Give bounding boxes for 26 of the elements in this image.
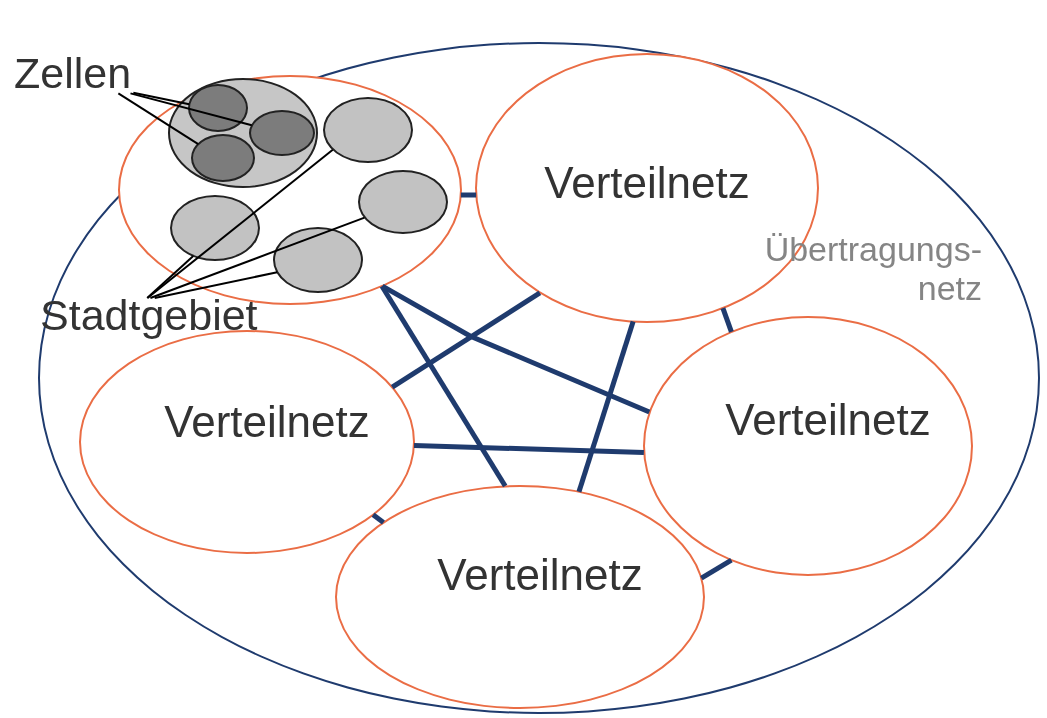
node-label: Verteilnetz <box>437 550 643 600</box>
callout-label: Zellen <box>14 50 132 98</box>
cell-circle <box>188 84 248 132</box>
leader-line <box>153 271 279 299</box>
network-connection-line <box>413 442 644 455</box>
network-connection-line <box>371 512 385 525</box>
node-label: Verteilnetz <box>544 158 750 208</box>
network-connection-line <box>390 290 542 390</box>
leader-line <box>129 92 253 127</box>
leader-line <box>132 91 191 106</box>
network-connection-line <box>460 192 477 198</box>
network-connection-line <box>381 283 651 415</box>
leader-line <box>149 216 366 299</box>
leader-line <box>146 148 334 299</box>
network-connection-line <box>720 307 734 333</box>
leader-line <box>117 92 200 146</box>
cell-circle <box>249 110 315 156</box>
network-connection-line <box>700 558 733 581</box>
district-circle <box>358 170 448 234</box>
node-label: Verteilnetz <box>725 395 931 445</box>
cell-circle <box>191 134 255 182</box>
district-circle <box>323 97 413 163</box>
leader-line <box>146 254 195 299</box>
network-connection-line <box>379 284 508 488</box>
node-label: Verteilnetz <box>164 397 370 447</box>
network-connection-line <box>576 320 636 493</box>
